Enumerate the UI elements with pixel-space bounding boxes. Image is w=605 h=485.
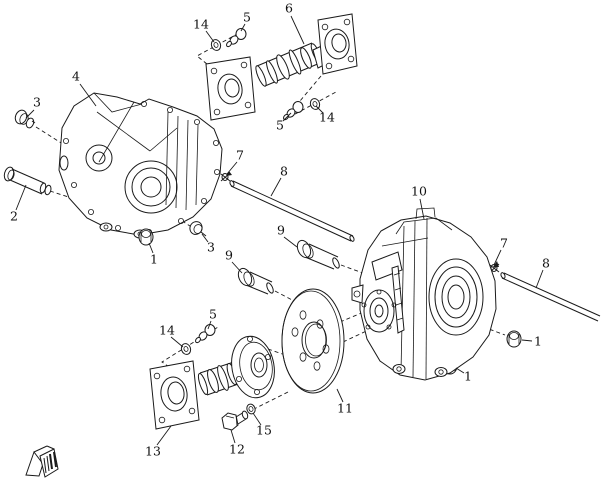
callout-label-2-2: 2: [10, 209, 18, 224]
nut-1-left-drawing: [138, 228, 154, 246]
callout-label-5-21: 5: [209, 307, 217, 322]
callout-leader-10-14: [419, 198, 425, 220]
callout-leader-12-23: [230, 429, 236, 444]
bolt-5-top-drawing: [226, 28, 247, 48]
callout-label-6-7: 6: [285, 1, 293, 16]
callout-leader-8-11: [270, 177, 282, 197]
callout-label-7-10: 7: [236, 148, 244, 163]
front-propeller-shaft-drawing: [205, 13, 358, 121]
callout-leader-5-6: [240, 23, 246, 32]
callout-label-5-8: 5: [276, 118, 284, 133]
callout-leader-15-24: [252, 412, 262, 426]
callout-leader-1-3: [148, 242, 154, 254]
callout-label-1-18: 1: [464, 369, 472, 384]
rod-8-right-drawing: [500, 272, 601, 322]
bolt-9-upper-drawing: [296, 239, 340, 270]
callout-label-10-14: 10: [411, 184, 427, 199]
callout-leader-3-4: [201, 233, 209, 243]
nut-1-right-drawing: [506, 330, 522, 348]
callout-leader-1-18: [455, 367, 465, 374]
front-direction-arrow-icon: [25, 445, 59, 478]
callout-leader-7-10: [226, 161, 238, 175]
front-differential-drawing: [58, 92, 223, 239]
callout-leader-14-20: [170, 336, 184, 348]
callout-label-5-6: 5: [243, 10, 251, 25]
callout-leader-11-19: [336, 388, 344, 403]
bolt-2-drawing: [3, 166, 52, 196]
callout-label-8-16: 8: [542, 256, 550, 271]
callout-label-11-19: 11: [337, 401, 353, 416]
callout-label-14-20: 14: [159, 323, 175, 338]
rear-propeller-shaft-drawing: [149, 335, 275, 430]
callout-label-15-24: 15: [256, 423, 272, 438]
callout-label-9-13: 9: [225, 248, 233, 263]
callout-leader-3-1: [25, 109, 35, 119]
callout-leader-14-9: [315, 105, 324, 114]
callout-label-12-23: 12: [229, 442, 245, 457]
callout-leader-4-0: [79, 83, 97, 107]
callout-leader-7-15: [493, 249, 502, 266]
callout-label-9-12: 9: [277, 223, 285, 238]
washer-14-bottom-drawing: [180, 343, 192, 355]
callout-label-7-15: 7: [500, 236, 508, 251]
callout-leader-5-8: [282, 112, 292, 122]
callout-label-8-11: 8: [280, 164, 288, 179]
bolt-12-drawing: [221, 410, 249, 431]
callout-leader-8-16: [535, 269, 544, 289]
callout-leader-9-12: [283, 236, 298, 248]
callout-leader-2-2: [15, 184, 27, 211]
callout-label-3-4: 3: [207, 240, 215, 255]
rod-8-left-drawing: [229, 180, 355, 242]
callout-leader-9-13: [231, 261, 243, 274]
callout-label-14-5: 14: [193, 17, 209, 32]
nut-15-drawing: [246, 403, 256, 415]
bolt-3-left-drawing: [14, 109, 36, 129]
callout-label-1-17: 1: [534, 334, 542, 349]
clip-7-left-drawing: [220, 171, 232, 182]
callout-label-1-3: 1: [150, 252, 158, 267]
bolt-5-bottom-drawing: [195, 324, 216, 344]
bolt-5-mid-drawing: [283, 101, 304, 121]
bolt-3-bottom-drawing: [189, 221, 207, 237]
rear-differential-drawing: [351, 207, 497, 381]
callout-leader-13-22: [156, 425, 172, 446]
callout-label-14-9: 14: [319, 110, 335, 125]
callout-leader-14-5: [205, 30, 215, 43]
callout-label-13-22: 13: [145, 444, 161, 459]
bolt-9-lower-drawing: [237, 267, 274, 295]
washer-14-top-drawing: [210, 39, 222, 51]
callout-label-3-1: 3: [33, 95, 41, 110]
brake-disc-drawing: [281, 288, 345, 394]
callout-leader-5-21: [207, 320, 212, 330]
callout-leader-6-7: [290, 15, 305, 45]
callout-label-4-0: 4: [72, 69, 80, 84]
callout-leader-1-17: [521, 339, 533, 342]
